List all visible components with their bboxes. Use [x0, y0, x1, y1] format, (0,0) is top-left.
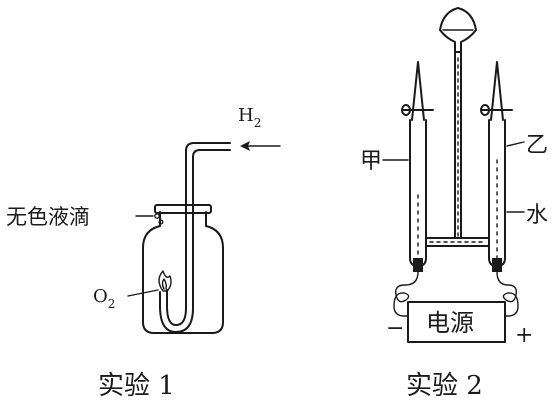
- o2-leader-line: [127, 289, 159, 297]
- stopcock-jia-cone: [411, 61, 425, 121]
- flame-core: [161, 278, 167, 290]
- experiment-1: H2 无色液滴 O2 实验 1: [6, 105, 281, 401]
- flame-icon: [158, 270, 172, 292]
- gas-bottle: [142, 211, 224, 334]
- electrode-left: [413, 258, 423, 272]
- stopcock-jia-handle: [401, 104, 411, 116]
- stopcock-yi-cone: [490, 61, 504, 121]
- experiment-2-caption: 实验 2: [406, 371, 483, 401]
- power-source-label: 电源: [426, 309, 474, 337]
- wire-right: [496, 271, 519, 317]
- o2-label: O2: [93, 286, 115, 311]
- experiment-1-caption: 实验 1: [98, 371, 175, 401]
- label-water: 水: [526, 203, 548, 228]
- funnel: [439, 7, 477, 53]
- bottle-mouth: [154, 204, 212, 214]
- electrode-right: [492, 258, 502, 272]
- stopcock-yi-handle: [480, 104, 490, 116]
- droplet: [154, 213, 160, 219]
- minus-sign: −: [386, 316, 404, 341]
- droplet: [158, 219, 164, 225]
- delivery-tube: [166, 142, 231, 326]
- plus-sign: +: [515, 323, 533, 348]
- h2-label: H2: [238, 105, 261, 130]
- droplet-label: 无色液滴: [6, 205, 90, 229]
- label-yi: 乙: [526, 133, 548, 158]
- wire-left: [393, 271, 419, 317]
- experiment-2: 电源 − + 甲 乙 水 实验 2: [360, 7, 548, 401]
- h2-arrow-head: [240, 141, 250, 151]
- delivery-tube-inner: [159, 149, 231, 333]
- power-source: [407, 301, 506, 343]
- label-jia: 甲: [360, 149, 382, 174]
- yi-leader-line: [506, 141, 525, 147]
